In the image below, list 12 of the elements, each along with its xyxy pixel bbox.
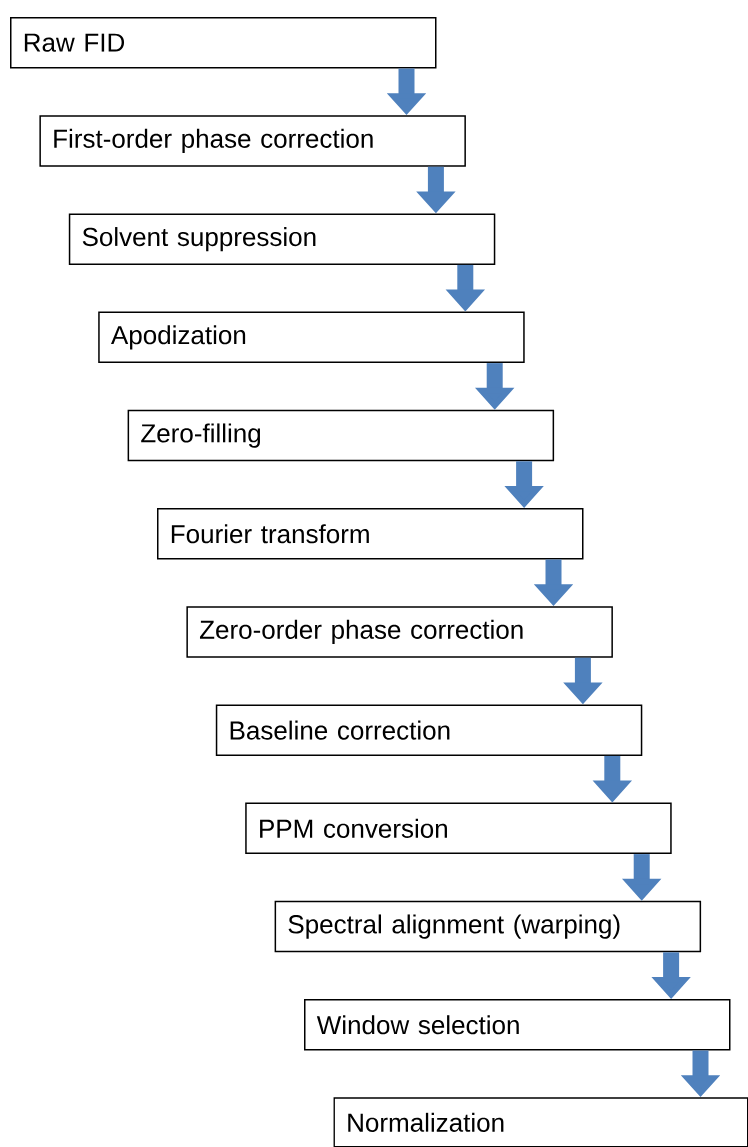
process-box: Fourier transform [157, 508, 584, 560]
process-box: PPM conversion [245, 802, 672, 855]
process-box: Raw FID [10, 17, 437, 69]
process-box: Normalization [333, 1097, 748, 1147]
process-box: Zero-filling [127, 409, 555, 462]
process-box: Baseline correction [215, 704, 643, 756]
process-box: Apodization [98, 311, 525, 364]
process-box: First-order phase correction [39, 115, 466, 167]
process-box: Spectral alignment (warping) [274, 900, 702, 953]
process-box: Solvent suppression [68, 213, 496, 265]
process-box: Window selection [304, 999, 731, 1051]
process-box: Zero-order phase correction [186, 606, 613, 658]
